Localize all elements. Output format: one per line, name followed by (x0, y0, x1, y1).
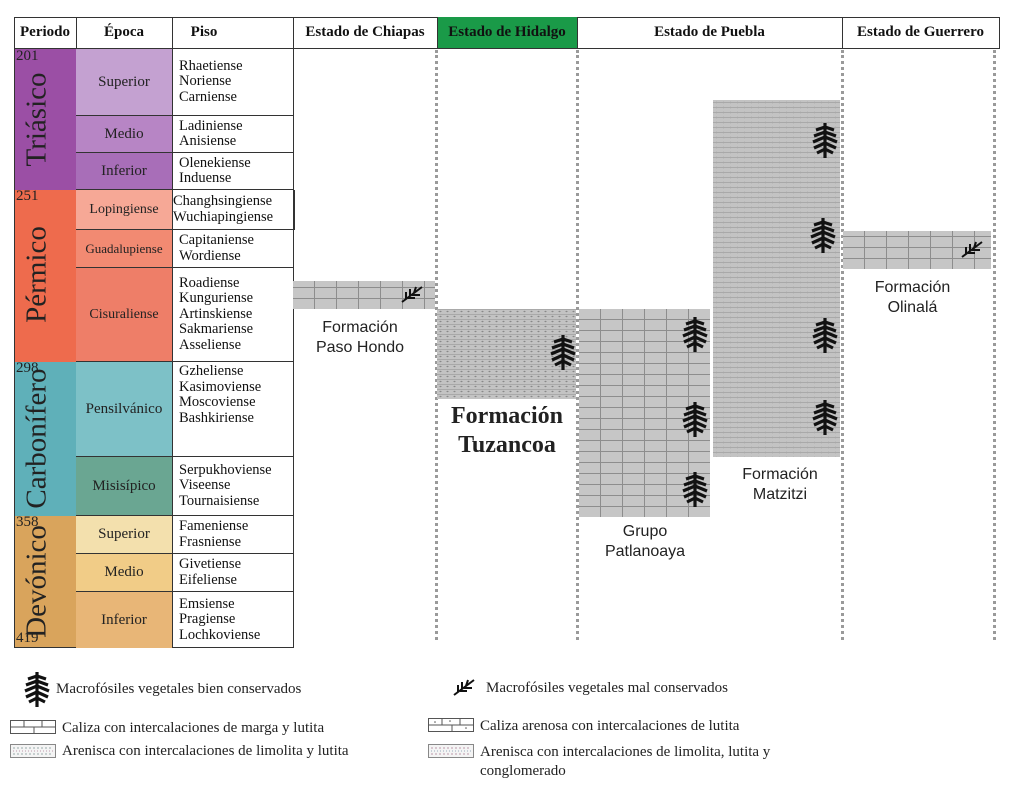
column-paso-hondo (293, 281, 435, 309)
header-chiapas: Estado de Chiapas (305, 24, 425, 40)
epoch-cell: Inferior (76, 153, 172, 190)
epoch-piso-divider (172, 17, 173, 648)
formation-tuzancoa-label: Formación Tuzancoa (451, 403, 563, 458)
period-triasico (15, 49, 76, 190)
well-preserved-fossil-icon (682, 472, 708, 507)
legend-arenisca-limolita-label: Arenisca con intercalaciones de limolita… (62, 743, 349, 759)
well-preserved-fossil-icon (550, 335, 576, 370)
legend-caliza-arenosa-label: Caliza arenosa con intercalaciones de lu… (480, 718, 740, 734)
legend-arenisca-limolita-swatch (10, 744, 56, 758)
legend-arenisca-conglomerado-label: Arenisca con intercalaciones de limolita… (480, 744, 771, 779)
header-divider (76, 17, 77, 49)
piso-cell: Fameniense Frasniense (173, 516, 293, 554)
state-divider (576, 50, 579, 640)
header-guerrero: Estado de Guerrero (857, 24, 984, 40)
age-298: 298 (16, 360, 39, 376)
period-permico (15, 190, 76, 362)
well-preserved-fossil-icon (810, 218, 836, 253)
formation-olinala-label: Formación Olinalá (874, 279, 951, 316)
header-bottom-border (14, 48, 999, 49)
formation-matzitzi-label: Formación Matzitzi (742, 466, 818, 503)
state-divider (993, 50, 996, 640)
column-matzitzi (713, 100, 840, 457)
legend-poorly-preserved-icon (453, 679, 475, 696)
legend-caliza-marga-swatch (10, 720, 56, 734)
header-piso: Piso (190, 24, 218, 40)
poorly-preserved-fossil-icon (961, 241, 983, 258)
state-divider (435, 50, 438, 640)
epoch-cell: Lopingiense (76, 190, 172, 230)
period-devonico (15, 516, 76, 648)
piso-cell: Ladiniense Anisiense (173, 116, 293, 153)
period-label-carbonifero: Carbonífero (20, 368, 53, 509)
epoch-cell: Inferior (76, 592, 172, 648)
epoch-cell: Cisuraliense (76, 268, 172, 362)
header-divider (999, 17, 1000, 49)
formation-patlanoaya-label: Grupo Patlanoaya (604, 523, 686, 560)
formation-paso-hondo-label: Formación Paso Hondo (315, 319, 405, 356)
piso-cell: Roadiense Kunguriense Artinskiense Sakma… (173, 268, 293, 362)
header-divider (577, 17, 578, 49)
header-puebla: Estado de Puebla (654, 24, 765, 40)
header-periodo: Periodo (20, 24, 70, 40)
piso-cell: Olenekiense Induense (173, 153, 293, 190)
legend-caliza-marga-label: Caliza con intercalaciones de marga y lu… (62, 720, 325, 736)
state-divider (841, 50, 844, 640)
piso-cell: Capitaniense Wordiense (173, 230, 293, 268)
header-epoca: Época (103, 24, 144, 40)
piso-cell: Rhaetiense Noriense Carniense (173, 49, 293, 116)
age-419: 419 (16, 630, 39, 646)
well-preserved-fossil-icon (682, 402, 708, 437)
epoch-cell: Guadalupiense (76, 230, 172, 268)
piso-cell: Gzheliense Kasimoviense Moscoviense Bash… (173, 362, 293, 457)
piso-cell: Emsiense Pragiense Lochkoviense (179, 595, 261, 643)
piso-right-border (293, 17, 294, 648)
period-label-triasico: Triásico (20, 72, 53, 167)
table-left-border (14, 17, 15, 648)
age-251: 251 (16, 188, 39, 204)
header-divider (437, 17, 438, 49)
piso-cell: Serpukhoviense Viseense Tournaisiense (173, 457, 293, 516)
age-201: 201 (16, 48, 39, 64)
legend-caliza-arenosa-swatch (428, 718, 474, 732)
piso-cell: Givetiense Eifeliense (173, 554, 293, 592)
period-carbonifero (15, 362, 76, 516)
age-358: 358 (16, 514, 39, 530)
epoch-cell: Medio (76, 116, 172, 153)
legend-well-preserved-label: Macrofósiles vegetales bien conservados (56, 681, 302, 697)
epoch-cell: Superior (76, 49, 172, 116)
epoch-cell: Pensilvánico (76, 362, 172, 457)
header-hidalgo: Estado de Hidalgo (437, 17, 577, 48)
epoch-cell: Medio (76, 554, 172, 592)
period-label-permico: Pérmico (20, 226, 53, 323)
piso-cell: Changhsingiense Wuchiapingiense (173, 190, 295, 230)
legend-well-preserved-icon (24, 672, 50, 707)
well-preserved-fossil-icon (812, 123, 838, 158)
well-preserved-fossil-icon (812, 400, 838, 435)
header-divider (842, 17, 843, 49)
poorly-preserved-fossil-icon (401, 286, 423, 303)
legend-poorly-preserved-label: Macrofósiles vegetales mal conservados (486, 680, 728, 696)
epoch-cell: Superior (76, 516, 172, 554)
well-preserved-fossil-icon (682, 317, 708, 352)
well-preserved-fossil-icon (812, 318, 838, 353)
legend-arenisca-conglomerado-swatch (428, 744, 474, 758)
epoch-cell: Misisípico (76, 457, 172, 516)
